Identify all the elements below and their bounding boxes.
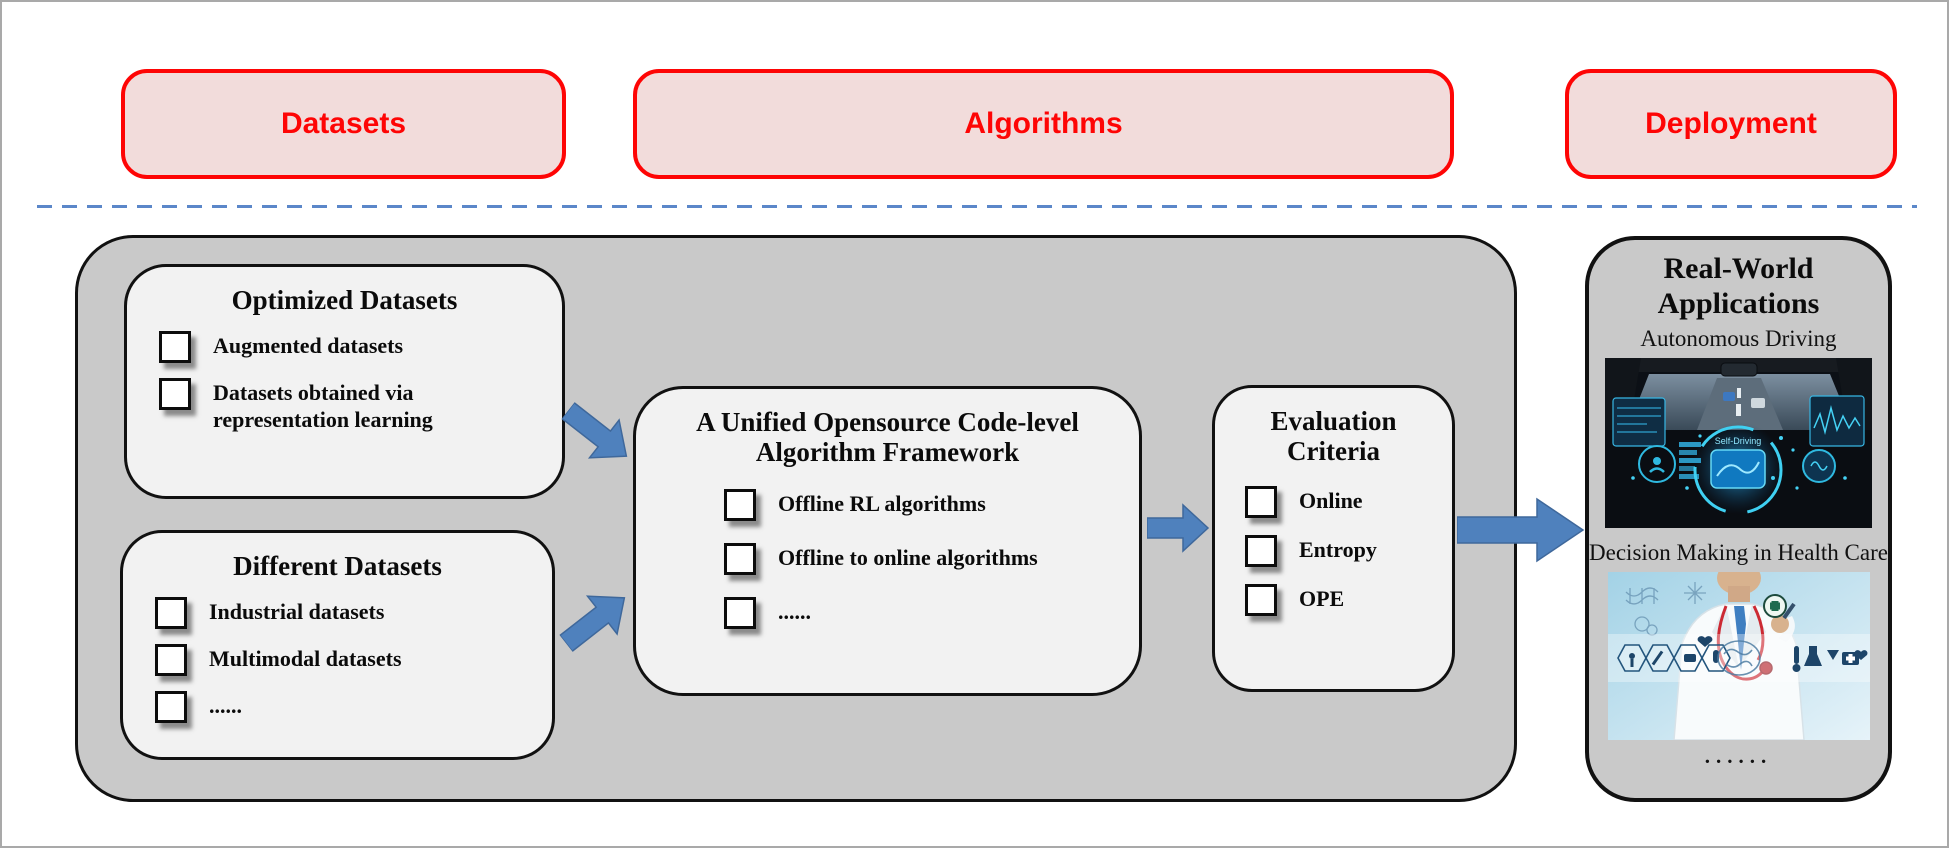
item-label: OPE bbox=[1299, 586, 1345, 612]
steering-hud-ring bbox=[1693, 425, 1783, 515]
stage-header-label: Datasets bbox=[280, 107, 407, 140]
doctor-tie bbox=[1733, 606, 1746, 670]
science-sketches bbox=[1625, 582, 1706, 636]
box-title: Different Datasets bbox=[233, 551, 442, 581]
real-world-applications-panel: Real-World Applications Autonomous Drivi… bbox=[1585, 236, 1892, 802]
evaluation-criteria-box: Evaluation Criteria Online Entropy OPE bbox=[1212, 385, 1455, 692]
dashed-divider-line bbox=[37, 205, 1917, 208]
waveform bbox=[1813, 405, 1861, 435]
box-title-line: A Unified Opensource Code-level bbox=[696, 407, 1079, 437]
doctor-hand bbox=[1770, 615, 1789, 633]
box-title: A Unified Opensource Code-level Algorith… bbox=[636, 407, 1139, 467]
list-item: ...... bbox=[155, 691, 552, 724]
item-label: Augmented datasets bbox=[213, 333, 404, 359]
list-item: Augmented datasets bbox=[159, 331, 562, 364]
box-title: Optimized Datasets bbox=[231, 285, 458, 315]
box-title-line: Evaluation bbox=[1270, 406, 1397, 436]
stage-header-datasets: Datasets bbox=[121, 69, 566, 179]
car-on-road bbox=[1723, 392, 1735, 401]
panel-title-line: Real-World bbox=[1663, 252, 1814, 285]
right-hud-screen bbox=[1809, 395, 1865, 447]
checkbox-icon bbox=[724, 489, 756, 522]
list-item: OPE bbox=[1245, 584, 1452, 617]
item-label: Datasets obtained via representation lea… bbox=[213, 380, 433, 432]
list-item: Multimodal datasets bbox=[155, 644, 552, 677]
thermometer-icon bbox=[1792, 664, 1800, 672]
arrow-evaluation-to-deployment-icon bbox=[1457, 497, 1585, 563]
autonomous-driving-photo: Self-Driving bbox=[1605, 358, 1872, 528]
item-label: ...... bbox=[209, 693, 242, 719]
item-label: Offline to online algorithms bbox=[778, 545, 1038, 571]
box-title-line: Algorithm Framework bbox=[755, 437, 1020, 468]
item-label: Multimodal datasets bbox=[209, 646, 402, 672]
checkbox-icon bbox=[724, 597, 756, 630]
item-label: Offline RL algorithms bbox=[778, 491, 986, 517]
rearview-mirror bbox=[1720, 362, 1758, 377]
item-label: Online bbox=[1299, 488, 1363, 514]
doctor-neck bbox=[1727, 586, 1750, 602]
hud-label: Self-Driving bbox=[1715, 436, 1762, 446]
list-item: Online bbox=[1245, 486, 1452, 519]
stage-header-algorithms: Algorithms bbox=[633, 69, 1454, 179]
funnel-icon bbox=[1826, 650, 1839, 660]
checkbox-icon bbox=[1245, 584, 1277, 617]
box-title: Evaluation Criteria bbox=[1215, 406, 1452, 466]
checkbox-icon bbox=[155, 597, 187, 630]
checkbox-icon bbox=[159, 331, 191, 364]
list-item: ...... bbox=[724, 597, 1139, 630]
list-item: Offline RL algorithms bbox=[724, 489, 1139, 522]
checkbox-icon bbox=[1245, 486, 1277, 519]
health-care-photo bbox=[1607, 572, 1870, 740]
arrow-optimized-to-framework-icon bbox=[560, 401, 628, 459]
list-item: Industrial datasets bbox=[155, 597, 552, 630]
caption-autonomous-driving: Autonomous Driving bbox=[1640, 326, 1837, 351]
heart-icon bbox=[1697, 636, 1712, 647]
marker-pen bbox=[1781, 602, 1796, 620]
hud-particles bbox=[1631, 434, 1847, 490]
brain-sketch bbox=[1716, 640, 1761, 676]
optimized-datasets-box: Optimized Datasets Augmented datasets Da… bbox=[124, 264, 565, 499]
checkbox-icon bbox=[159, 378, 191, 411]
different-datasets-box: Different Datasets Industrial datasets M… bbox=[120, 530, 555, 760]
box-title-line: Criteria bbox=[1287, 436, 1380, 467]
left-hud-screen bbox=[1612, 397, 1666, 447]
heart-icon bbox=[1854, 650, 1867, 660]
panel-title-line: Applications bbox=[1657, 286, 1820, 320]
more-applications-ellipsis: ...... bbox=[1704, 744, 1773, 768]
checkbox-icon bbox=[155, 644, 187, 677]
stage-header-deployment: Deployment bbox=[1565, 69, 1897, 179]
arrow-framework-to-evaluation-icon bbox=[1147, 503, 1210, 553]
list-item: Datasets obtained via representation lea… bbox=[159, 378, 562, 433]
item-label: Industrial datasets bbox=[209, 599, 385, 625]
checkbox-icon bbox=[1245, 535, 1277, 568]
cross-icon bbox=[1769, 601, 1780, 611]
checkbox-icon bbox=[724, 543, 756, 576]
panel-title: Real-World Applications bbox=[1589, 252, 1888, 321]
medical-icon-strip bbox=[1792, 646, 1867, 672]
center-display bbox=[1710, 449, 1766, 489]
left-dial bbox=[1638, 445, 1676, 483]
item-label: Entropy bbox=[1299, 537, 1377, 563]
hud-bars bbox=[1679, 442, 1701, 479]
stage-header-label: Deployment bbox=[1645, 107, 1817, 140]
algorithm-framework-box: A Unified Opensource Code-level Algorith… bbox=[633, 386, 1142, 696]
arrow-different-to-framework-icon bbox=[558, 595, 626, 653]
item-label: ...... bbox=[778, 599, 811, 625]
list-item: Entropy bbox=[1245, 535, 1452, 568]
flask-icon bbox=[1803, 646, 1822, 666]
icon-band bbox=[1607, 634, 1870, 682]
stage-header-label: Algorithms bbox=[964, 107, 1123, 140]
caption-health-care: Decision Making in Health Care bbox=[1589, 540, 1888, 565]
list-item: Offline to online algorithms bbox=[724, 543, 1139, 576]
checkbox-icon bbox=[155, 691, 187, 724]
